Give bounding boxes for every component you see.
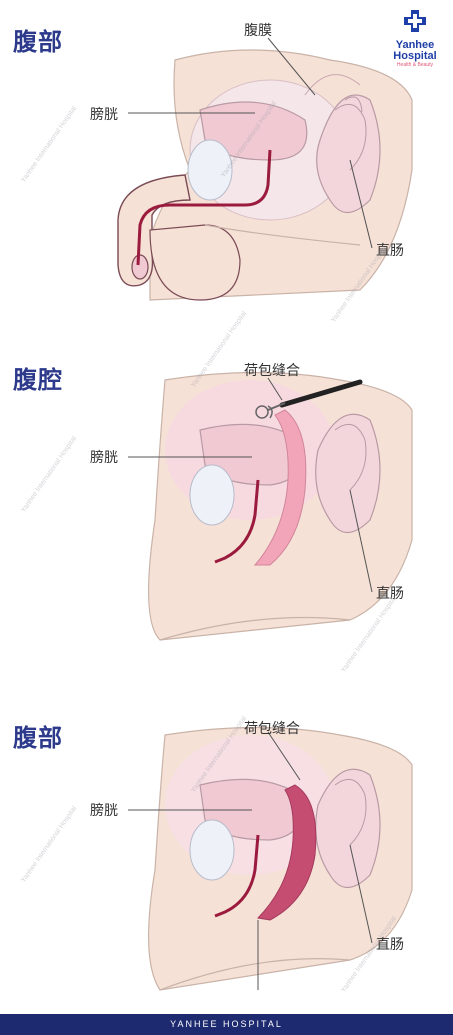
logo-brand-line1: Yanhee: [395, 39, 435, 51]
anatomy-illustration-1: [117, 37, 413, 301]
anatomy-illustration-3: [128, 726, 413, 991]
panel-2-heading: 腹腔: [13, 366, 63, 394]
diagram-panel-3: 腹部 荷包缝合 膀胱 直肠 Yanhee International Hospi…: [0, 690, 453, 1010]
panel-3-heading: 腹部: [13, 724, 63, 752]
bladder-label: 膀胱: [90, 450, 118, 466]
footer-bar: YANHEE HOSPITAL: [0, 1014, 453, 1035]
bladder-label: 膀胱: [90, 107, 118, 123]
hospital-cross-icon: [402, 8, 428, 34]
peritoneum-label: 腹膜: [244, 23, 272, 39]
logo-tagline: Health & Beauty: [396, 62, 434, 68]
purse-string-suture-label: 荷包缝合: [244, 721, 300, 737]
anatomy-illustration-2: [128, 371, 413, 641]
bladder-label: 膀胱: [90, 803, 118, 819]
diagram-panel-2: 腹腔 荷包缝合 膀胱 直肠 Yanhee International Hospi…: [0, 310, 453, 685]
hospital-logo: Yanhee Hospital Health & Beauty: [385, 8, 445, 68]
diagram-panel-1: 腹部 腹膜 膀胱 直肠 Yanhee International Hospita…: [0, 0, 453, 330]
rectum-label: 直肠: [376, 243, 404, 259]
purse-string-suture-label: 荷包缝合: [244, 363, 300, 379]
logo-brand-line2: Hospital: [393, 50, 437, 62]
rectum-label: 直肠: [376, 937, 404, 953]
rectum-label: 直肠: [376, 586, 404, 602]
panel-1-heading: 腹部: [13, 28, 63, 56]
